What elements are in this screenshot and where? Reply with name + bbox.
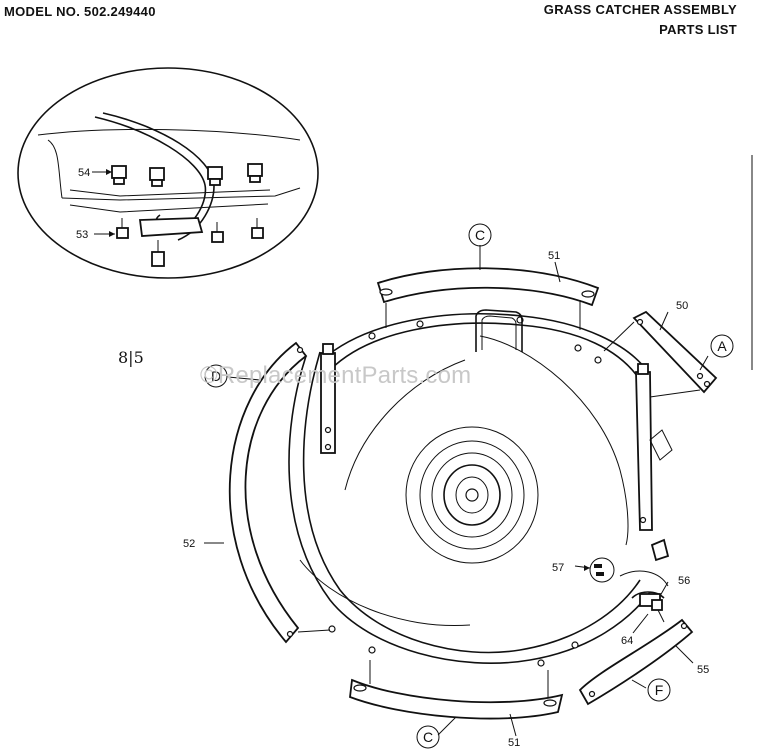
svg-text:C: C <box>423 729 433 745</box>
part-55 <box>578 618 694 706</box>
leader-lines <box>204 245 709 737</box>
inset-bracket <box>138 217 204 237</box>
bolt-53-group <box>116 218 264 267</box>
page-subtitle: PARTS LIST <box>659 22 737 37</box>
svg-text:D: D <box>211 368 221 384</box>
callout-f: F <box>647 678 671 702</box>
label-51-top: 51 <box>548 250 560 262</box>
part-56-64 <box>619 570 669 623</box>
label-64: 64 <box>621 635 633 647</box>
callout-a: A <box>710 334 734 358</box>
center-hub <box>405 426 539 564</box>
part-51-bottom <box>349 660 564 720</box>
inset-ellipse <box>17 67 319 279</box>
label-51-bottom: 51 <box>508 737 520 749</box>
svg-text:C: C <box>475 227 485 243</box>
left-strap <box>320 343 336 454</box>
callout-d: D <box>204 364 228 388</box>
part-51-top <box>376 267 600 330</box>
part-50 <box>603 310 718 398</box>
label-55: 55 <box>697 664 709 676</box>
label-52: 52 <box>183 538 195 550</box>
rim-rivets <box>328 316 602 667</box>
callout-c-top: C <box>468 223 492 247</box>
page-ref: 8|5 <box>118 348 144 367</box>
catcher-body <box>288 309 651 667</box>
part-57 <box>574 557 615 583</box>
label-50: 50 <box>676 300 688 312</box>
svg-text:F: F <box>655 682 664 698</box>
right-strap <box>635 363 673 562</box>
svg-text:A: A <box>717 338 727 354</box>
label-53: 53 <box>76 229 88 241</box>
watermark: ©ReplacementParts.com <box>200 362 472 389</box>
nut-54-group <box>111 163 263 187</box>
model-number: MODEL NO. 502.249440 <box>4 4 156 19</box>
label-57: 57 <box>552 562 564 574</box>
inset-detail <box>17 67 319 279</box>
label-56: 56 <box>678 575 690 587</box>
label-54: 54 <box>78 167 90 179</box>
callout-c-bottom: C <box>416 725 440 749</box>
part-52 <box>228 341 331 644</box>
catcher-handle <box>475 309 523 352</box>
page-title: GRASS CATCHER ASSEMBLY <box>543 2 737 17</box>
